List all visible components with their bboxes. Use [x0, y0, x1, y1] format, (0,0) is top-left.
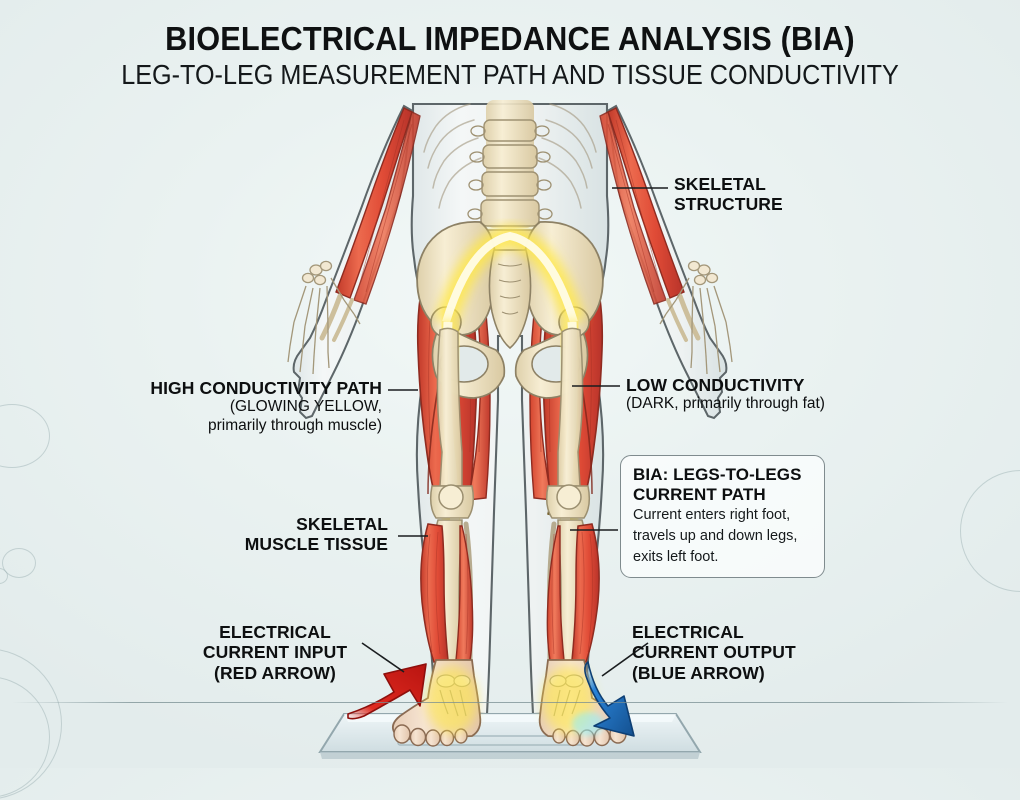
hand-bones [287, 260, 733, 375]
forearm-muscles [319, 107, 701, 342]
current-output-line3: (BLUE ARROW) [632, 662, 765, 683]
label-skeletal-structure: SKELETAL STRUCTURE [674, 174, 783, 215]
current-input-line2: CURRENT INPUT [202, 642, 348, 663]
background-bubble [2, 548, 36, 578]
current-output-line1: ELECTRICAL [632, 622, 744, 642]
foot-bones [391, 659, 629, 747]
calf-muscles [420, 523, 600, 663]
high-conductivity-line3: primarily through muscle) [208, 416, 382, 434]
muscle-tissue-line1: SKELETAL [296, 514, 388, 534]
page-title: BIOELECTRICAL IMPEDANCE ANALYSIS (BIA) [165, 20, 855, 57]
bia-current-path-callout: BIA: LEGS-TO-LEGS CURRENT PATH Current e… [620, 455, 825, 578]
human-body-illustration [287, 100, 733, 759]
high-conductivity-line2: (GLOWING YELLOW, [229, 398, 382, 416]
callout-body-line1: Current enters right foot, [633, 507, 791, 524]
muscle-tissue-line2: MUSCLE TISSUE [244, 534, 388, 555]
low-conductivity-line1: LOW CONDUCTIVITY [626, 375, 805, 395]
callout-body-line2: travels up and down legs, [633, 528, 798, 545]
current-input-line1: ELECTRICAL [219, 622, 331, 642]
label-current-output: ELECTRICAL CURRENT OUTPUT (BLUE ARROW) [632, 622, 822, 683]
blue-output-arrow [584, 661, 635, 737]
current-output-line2: CURRENT OUTPUT [632, 642, 796, 663]
callout-heading-line2: CURRENT PATH [633, 484, 766, 504]
current-input-line3: (RED ARROW) [214, 662, 336, 683]
high-conductivity-line1: HIGH CONDUCTIVITY PATH [150, 378, 382, 398]
bia-scale-platform [318, 713, 702, 759]
label-high-conductivity: HIGH CONDUCTIVITY PATH (GLOWING YELLOW, … [110, 378, 382, 435]
femur [436, 327, 584, 487]
leader-lines [361, 187, 668, 677]
label-low-conductivity: LOW CONDUCTIVITY (DARK, primarily throug… [626, 375, 825, 414]
skeletal-structure-line2: STRUCTURE [674, 194, 783, 215]
callout-body-line3: exits left foot. [633, 548, 719, 565]
label-current-input: ELECTRICAL CURRENT INPUT (RED ARROW) [190, 622, 360, 683]
label-muscle-tissue: SKELETAL MUSCLE TISSUE [150, 514, 388, 555]
low-conductivity-line2: (DARK, primarily through fat) [626, 395, 825, 413]
page-subtitle: LEG-TO-LEG MEASUREMENT PATH AND TISSUE C… [121, 59, 899, 91]
diagram-canvas: BIOELECTRICAL IMPEDANCE ANALYSIS (BIA) L… [0, 20, 1020, 800]
callout-heading-line1: BIA: LEGS-TO-LEGS [633, 465, 802, 484]
ribcage [423, 103, 597, 209]
floor-line [12, 702, 1008, 703]
leader-current-input [361, 642, 405, 673]
title-block: BIOELECTRICAL IMPEDANCE ANALYSIS (BIA) L… [0, 20, 1020, 91]
patella [429, 484, 591, 519]
skeletal-structure-line1: SKELETAL [674, 174, 766, 194]
leader-current-output [601, 642, 649, 677]
